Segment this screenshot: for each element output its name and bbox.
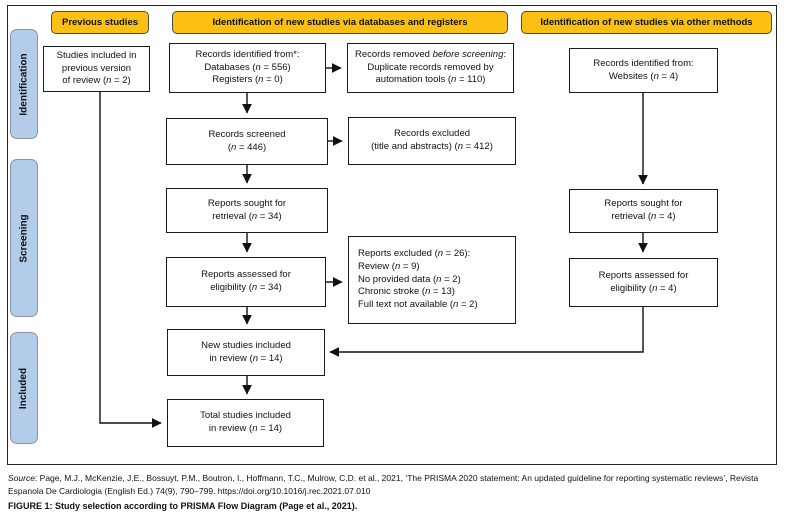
box-records-removed: Records removed before screening: Duplic… bbox=[347, 43, 514, 93]
box-records-screened: Records screened (n = 446) bbox=[166, 118, 328, 165]
stage-label-included-text: Included bbox=[18, 367, 30, 409]
header-previous-studies: Previous studies bbox=[51, 11, 149, 34]
header-new-studies-other-methods: Identification of new studies via other … bbox=[521, 11, 772, 34]
box-records-identified: Records identified from*: Databases (n =… bbox=[169, 43, 326, 93]
stage-label-included: Included bbox=[10, 332, 38, 444]
figure-caption: FIGURE 1: Study selection according to P… bbox=[8, 501, 358, 511]
stage-label-identification: Identification bbox=[10, 29, 38, 139]
box-reports-assessed-databases: Reports assessed for eligibility (n = 34… bbox=[166, 257, 326, 307]
header-new-studies-databases: Identification of new studies via databa… bbox=[172, 11, 508, 34]
source-citation: Source: Page, M.J., McKenzie, J.E., Boss… bbox=[8, 473, 759, 497]
stage-label-identification-text: Identification bbox=[18, 52, 30, 116]
box-total-studies-included: Total studies included in review (n = 14… bbox=[167, 399, 324, 447]
stage-label-screening-text: Screening bbox=[18, 213, 30, 263]
box-reports-assessed-other: Reports assessed for eligibility (n = 4) bbox=[569, 258, 718, 307]
box-reports-sought-other: Reports sought for retrieval (n = 4) bbox=[569, 189, 718, 233]
box-new-studies-included: New studies included in review (n = 14) bbox=[167, 329, 325, 376]
box-previous-studies-included: Studies included in previous version of … bbox=[43, 46, 150, 92]
stage-label-screening: Screening bbox=[10, 159, 38, 317]
diagram-border bbox=[7, 5, 777, 465]
box-records-excluded: Records excluded (title and abstracts) (… bbox=[348, 117, 516, 165]
box-records-identified-websites: Records identified from: Websites (n = 4… bbox=[569, 48, 718, 93]
box-reports-excluded: Reports excluded (n = 26): Review (n = 9… bbox=[348, 236, 516, 324]
box-reports-sought-databases: Reports sought for retrieval (n = 34) bbox=[166, 188, 328, 233]
